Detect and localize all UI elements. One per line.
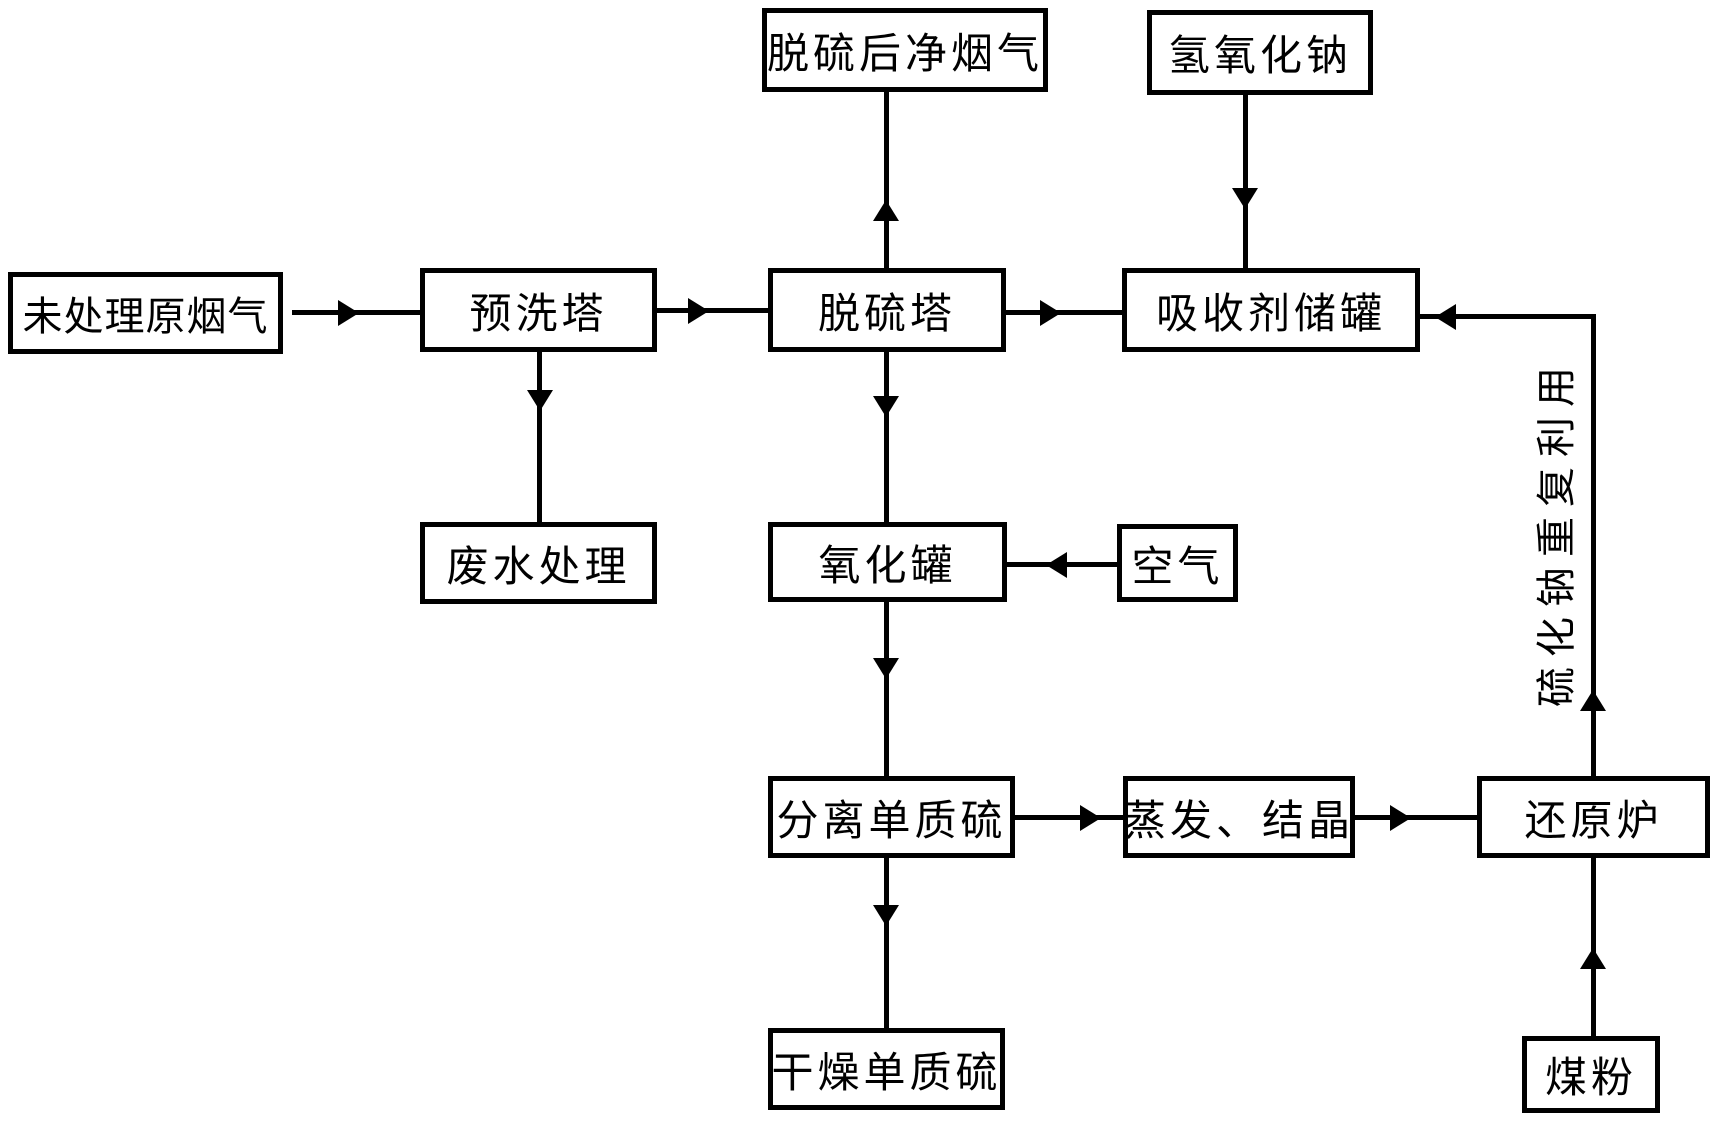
connector-recycle-vertical bbox=[1591, 314, 1596, 776]
node-prewash-tower: 预洗塔 bbox=[420, 268, 657, 352]
node-absorbent-storage-tank: 吸收剂储罐 bbox=[1122, 268, 1420, 352]
node-raw-flue-gas: 未处理原烟气 bbox=[8, 272, 283, 354]
arrowhead-oxidation-separate bbox=[873, 658, 899, 679]
node-sodium-hydroxide: 氢氧化钠 bbox=[1147, 10, 1373, 95]
node-wastewater-treatment: 废水处理 bbox=[420, 522, 657, 604]
arrowhead-tower-tank bbox=[1040, 300, 1061, 326]
arrowhead-prewash-tower bbox=[688, 298, 709, 324]
arrowhead-prewash-wastewater bbox=[527, 390, 553, 411]
connector-evaporation-furnace bbox=[1355, 815, 1477, 820]
node-dry-elemental-sulfur: 干燥单质硫 bbox=[768, 1028, 1005, 1110]
node-air: 空气 bbox=[1117, 524, 1238, 602]
arrowhead-tower-oxidation bbox=[873, 396, 899, 417]
arrowhead-naoh-tank bbox=[1232, 188, 1258, 209]
connector-recycle-horizontal bbox=[1420, 314, 1596, 319]
connector-tower-cleangas bbox=[884, 92, 889, 268]
connector-naoh-tank bbox=[1243, 95, 1248, 268]
arrowhead-coal-furnace bbox=[1580, 948, 1606, 969]
connector-oxidation-separate bbox=[884, 602, 889, 776]
arrowhead-separate-drysulfur bbox=[873, 905, 899, 926]
node-oxidation-tank: 氧化罐 bbox=[768, 522, 1007, 602]
arrowhead-air-oxidation bbox=[1046, 552, 1067, 578]
recycle-label: 硫化钠重复利用 bbox=[1534, 357, 1580, 707]
connector-tower-oxidation bbox=[884, 352, 889, 522]
node-coal-powder: 煤粉 bbox=[1522, 1036, 1660, 1113]
arrowhead-rawgas-prewash bbox=[338, 300, 359, 326]
connector-prewash-wastewater bbox=[537, 352, 542, 522]
connector-tower-tank bbox=[1006, 310, 1122, 315]
arrowhead-recycle-into-tank bbox=[1435, 304, 1456, 330]
connector-coal-furnace bbox=[1591, 858, 1596, 1036]
node-reduction-furnace: 还原炉 bbox=[1477, 776, 1710, 858]
arrowhead-recycle-up bbox=[1580, 690, 1606, 711]
node-separate-elemental-sulfur: 分离单质硫 bbox=[768, 776, 1015, 858]
connector-separate-drysulfur bbox=[884, 858, 889, 1028]
arrowhead-evaporation-furnace bbox=[1390, 805, 1411, 831]
connector-prewash-tower bbox=[657, 308, 768, 313]
arrowhead-tower-cleangas bbox=[873, 200, 899, 221]
node-clean-flue-gas: 脱硫后净烟气 bbox=[762, 8, 1048, 92]
arrowhead-separate-evaporation bbox=[1080, 805, 1101, 831]
node-desulfurization-tower: 脱硫塔 bbox=[768, 268, 1006, 352]
connector-separate-evaporation bbox=[1015, 815, 1123, 820]
node-evaporation-crystallization: 蒸发、结晶 bbox=[1123, 776, 1355, 858]
